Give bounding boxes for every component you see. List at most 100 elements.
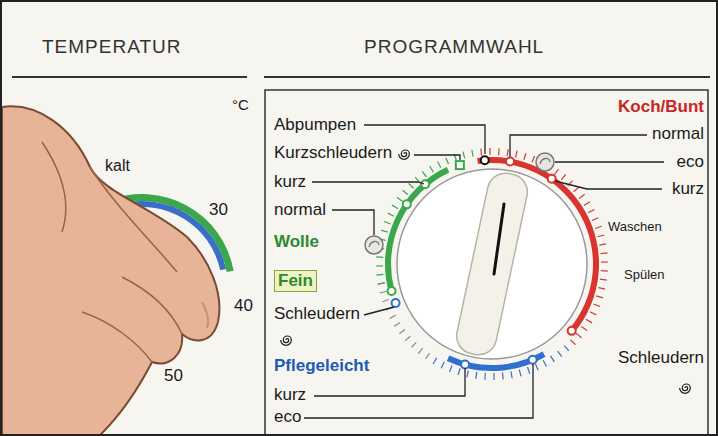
program-label: kurz xyxy=(672,179,704,199)
tick-mark xyxy=(579,194,585,198)
knob-pointer xyxy=(494,204,504,274)
tick-mark xyxy=(564,346,569,351)
tick-mark xyxy=(449,365,452,372)
tick-mark xyxy=(377,274,384,276)
program-group: Pflegeleicht xyxy=(274,356,369,376)
tick-mark xyxy=(378,283,385,284)
tick-mark xyxy=(498,148,500,155)
tick-mark xyxy=(502,372,504,379)
tick-mark xyxy=(484,373,486,380)
phase-label: Waschen xyxy=(608,220,662,235)
tick-mark xyxy=(438,162,441,168)
scale-label: 40 xyxy=(234,296,253,316)
tick-mark xyxy=(600,279,607,281)
tick-mark xyxy=(376,256,383,258)
tick-mark xyxy=(430,166,434,172)
tick-mark xyxy=(397,197,403,201)
spin-symbol xyxy=(680,384,691,393)
tick-mark xyxy=(511,371,512,378)
tick-mark xyxy=(598,288,605,290)
program-label: Schleudern xyxy=(274,304,360,324)
tick-mark xyxy=(489,148,490,155)
program-marker xyxy=(456,161,464,169)
program-marker xyxy=(388,287,396,295)
program-marker xyxy=(421,180,429,188)
tick-mark xyxy=(543,360,546,366)
tick-mark xyxy=(601,261,608,262)
tick-mark xyxy=(535,364,538,370)
program-marker xyxy=(568,327,576,335)
program-label: kurz xyxy=(274,172,306,192)
panel-frame xyxy=(265,90,708,434)
panel-heading: PROGRAMMWAHL xyxy=(364,36,544,58)
tick-mark xyxy=(555,169,559,175)
tick-mark xyxy=(475,372,477,379)
tick-mark xyxy=(384,221,391,224)
program-marker xyxy=(506,158,514,166)
panel-section: PROGRAMMWAHL xyxy=(264,22,710,78)
tick-mark xyxy=(581,327,587,331)
spin-symbol xyxy=(281,336,292,345)
tick-mark xyxy=(595,226,602,228)
tick-mark xyxy=(399,330,405,334)
tick-mark xyxy=(590,312,596,315)
tick-mark xyxy=(411,342,416,347)
tick-mark xyxy=(598,235,605,237)
tick-mark xyxy=(380,291,387,293)
tick-mark xyxy=(394,323,400,327)
tick-mark xyxy=(593,304,600,307)
program-marker xyxy=(548,175,556,183)
tick-mark xyxy=(599,244,606,245)
program-marker xyxy=(481,156,489,164)
tick-mark xyxy=(588,210,594,213)
tick-mark xyxy=(425,353,429,359)
tick-mark xyxy=(409,183,414,188)
tick-mark xyxy=(601,270,608,272)
tick-mark xyxy=(472,150,473,157)
tick-mark xyxy=(381,230,388,232)
tick-mark xyxy=(558,351,562,357)
tick-mark xyxy=(446,158,449,164)
program-label: Kurzschleudern xyxy=(274,143,392,163)
tick-mark xyxy=(551,356,555,362)
program-dial xyxy=(376,148,608,380)
tick-mark xyxy=(422,171,426,177)
program-label: eco xyxy=(677,152,704,172)
unit-label: °C xyxy=(232,96,249,113)
tick-mark xyxy=(433,358,437,364)
hand xyxy=(2,106,219,434)
scale-label: kalt xyxy=(105,157,130,175)
panel-section: TEMPERATUR xyxy=(12,22,247,78)
tick-mark xyxy=(418,348,422,353)
tick-mark xyxy=(527,367,529,374)
tick-mark xyxy=(392,205,398,209)
tick-mark xyxy=(574,187,579,192)
eco-symbol xyxy=(365,153,554,254)
program-marker xyxy=(392,299,400,307)
tick-mark xyxy=(402,190,407,194)
tick-mark xyxy=(516,151,518,158)
tick-mark xyxy=(532,156,535,163)
program-group: Wolle xyxy=(274,232,319,252)
panel-heading: TEMPERATUR xyxy=(42,36,181,58)
tick-mark xyxy=(378,283,385,284)
tick-mark xyxy=(561,174,565,179)
program-label: Schleudern xyxy=(618,348,704,368)
spin-symbol xyxy=(399,150,410,159)
program-group: Fein xyxy=(274,270,317,292)
tick-mark xyxy=(467,370,469,377)
tick-mark xyxy=(376,265,383,266)
tick-mark xyxy=(441,362,444,368)
tick-mark xyxy=(519,370,521,377)
tick-mark xyxy=(600,252,607,254)
tick-mark xyxy=(388,213,394,216)
program-label: normal xyxy=(652,124,704,144)
knob-grip xyxy=(453,170,530,358)
tick-mark xyxy=(584,202,590,206)
program-group: Koch/Bunt xyxy=(618,97,704,117)
phase-label: Spülen xyxy=(624,268,664,283)
tick-mark xyxy=(463,152,465,159)
knob xyxy=(397,169,587,359)
tick-mark xyxy=(570,340,575,345)
